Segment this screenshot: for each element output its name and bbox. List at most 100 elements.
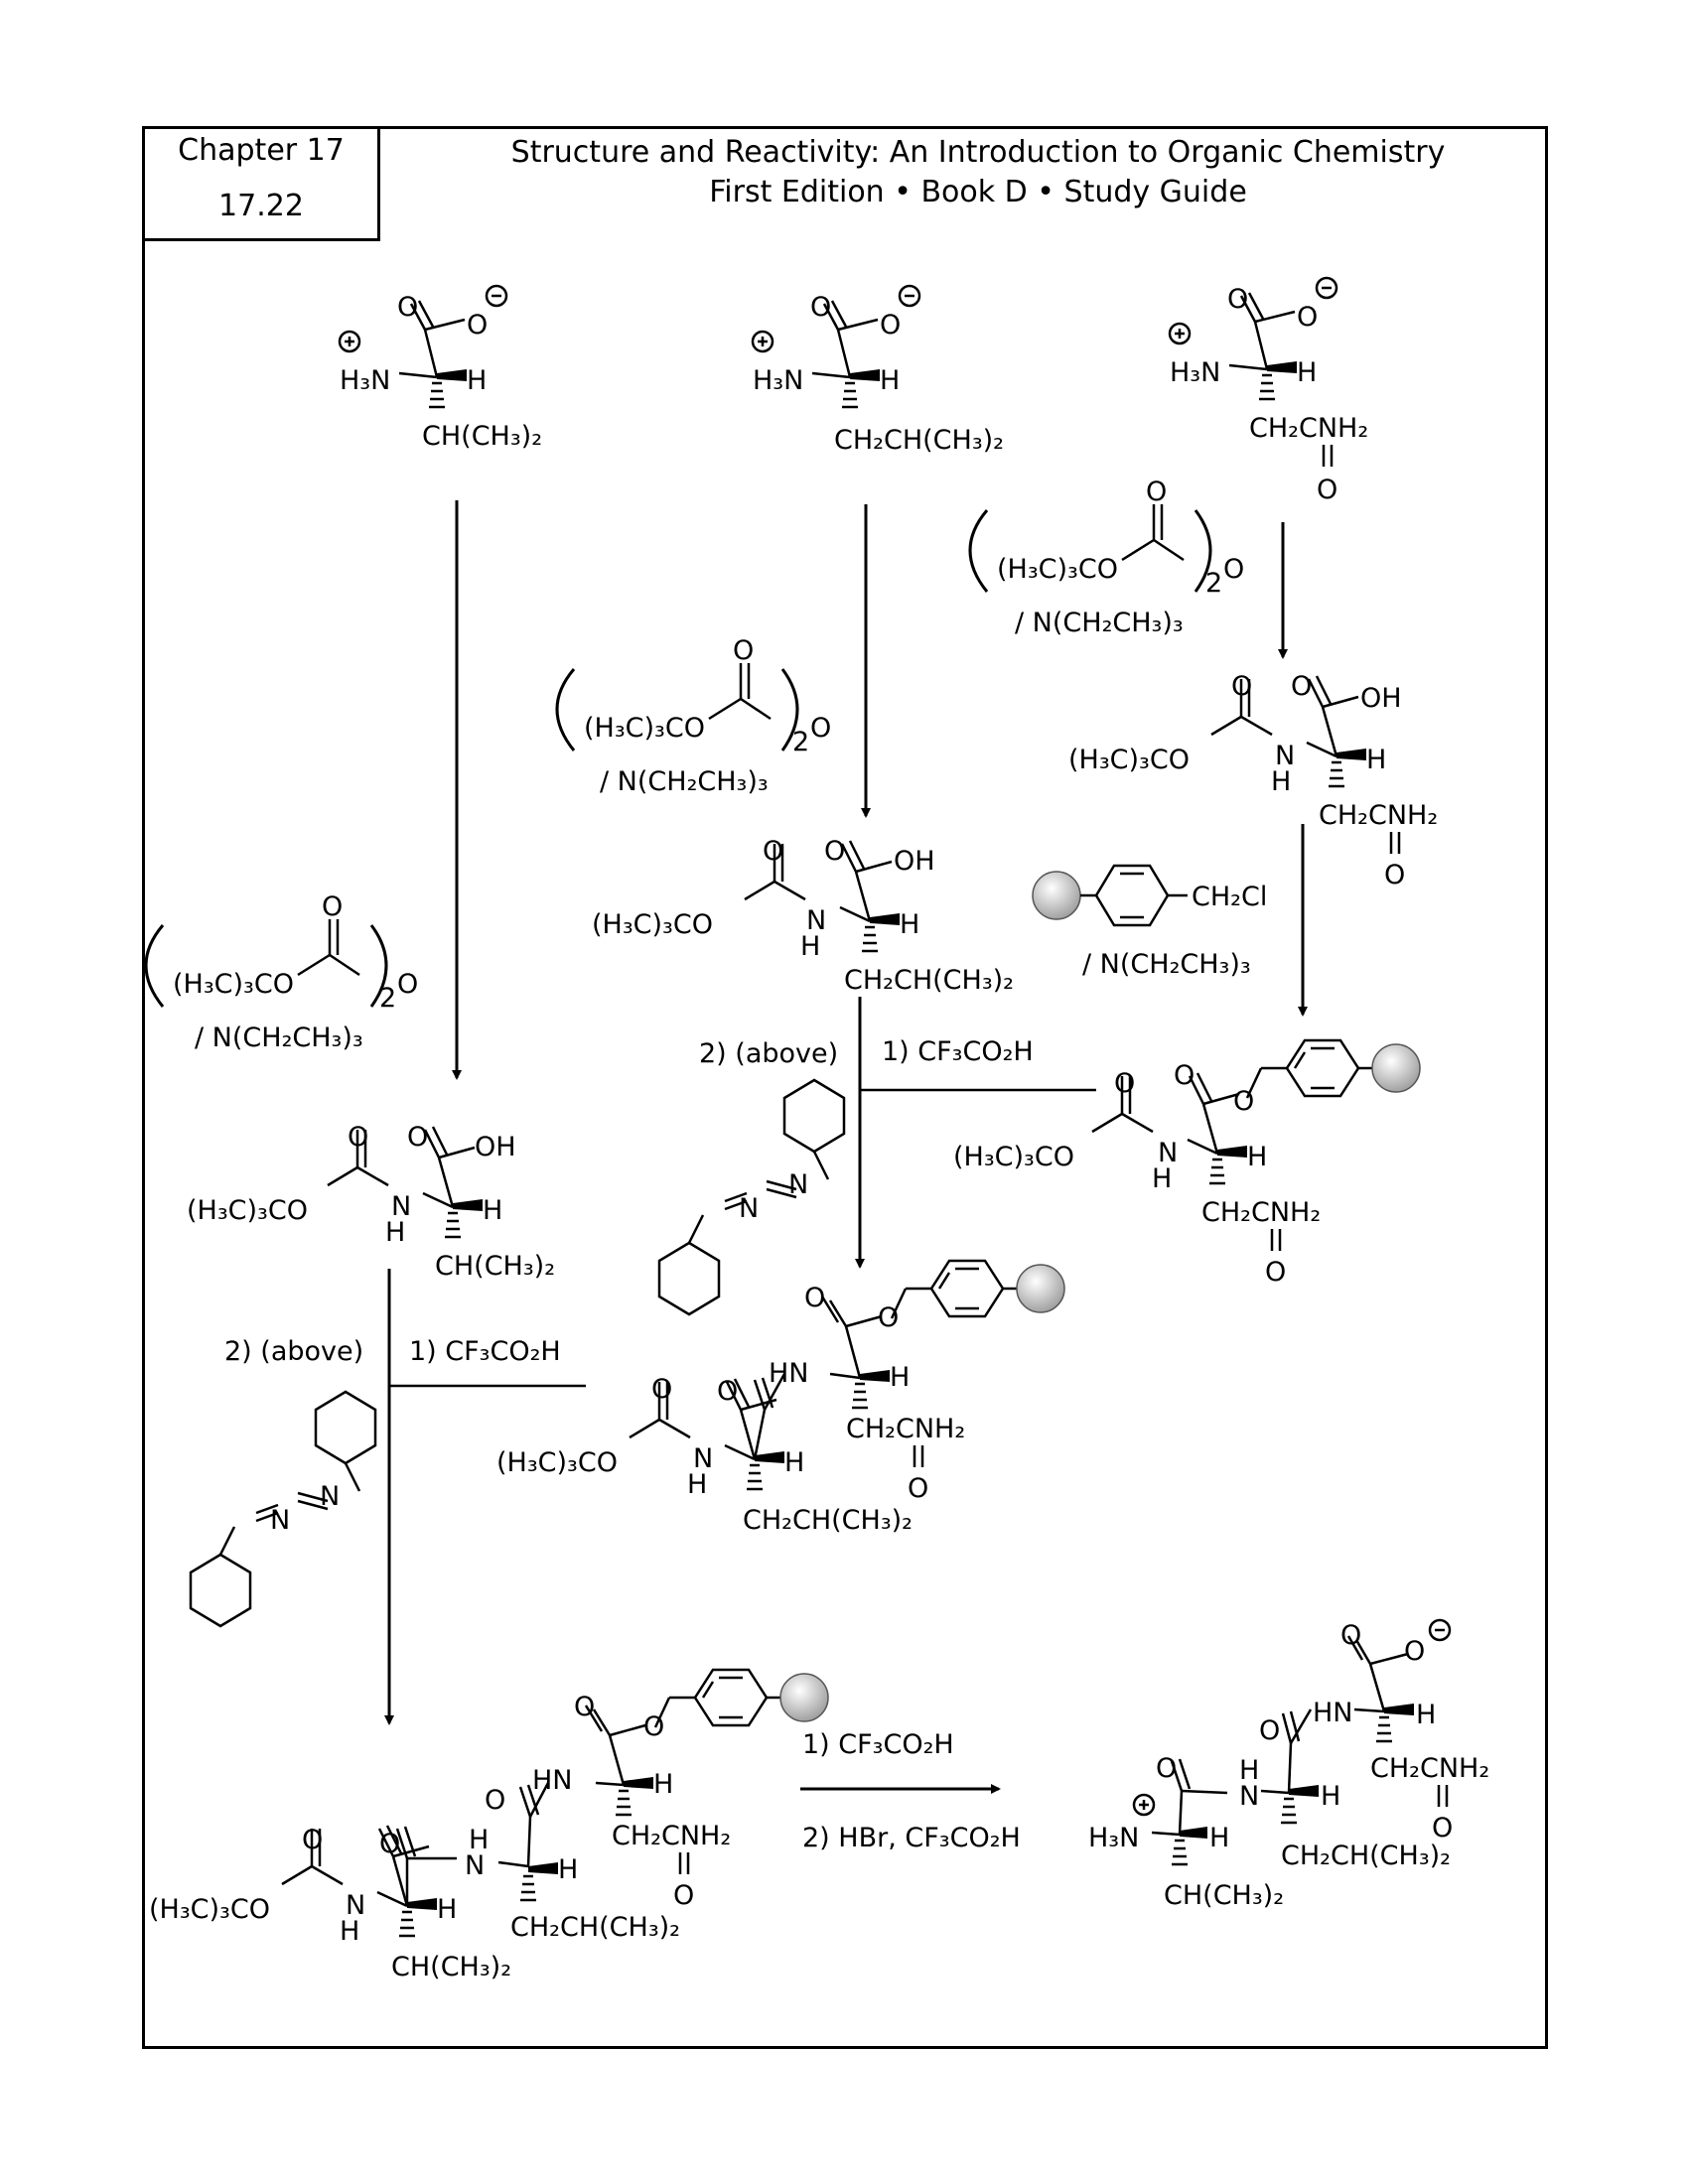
chapter-label: Chapter 17 <box>178 133 345 168</box>
svg-text:H: H <box>1271 766 1291 797</box>
svg-text:(H₃C)₃CO: (H₃C)₃CO <box>496 1447 618 1478</box>
svg-text:HN: HN <box>769 1358 809 1389</box>
ammonium-charge-icon <box>1132 1793 1156 1817</box>
svg-text:O: O <box>878 1302 899 1333</box>
svg-text:N: N <box>270 1505 290 1536</box>
svg-text:CH(CH₃)₂: CH(CH₃)₂ <box>435 1251 555 1282</box>
svg-text:O: O <box>643 1711 664 1742</box>
svg-text:O: O <box>322 891 343 922</box>
svg-text:O: O <box>407 1122 428 1153</box>
svg-text:O: O <box>804 1283 825 1313</box>
svg-text:(H₃C)₃CO: (H₃C)₃CO <box>953 1142 1074 1172</box>
glutamine-nh3-label: H₃N <box>1170 357 1220 388</box>
svg-text:O: O <box>1265 1257 1286 1288</box>
svg-text:H: H <box>469 1825 489 1855</box>
svg-text:CH(CH₃)₂: CH(CH₃)₂ <box>1164 1880 1284 1911</box>
reagent-boc2o-glutamine: (H₃C)₃CO O 2 O / N(CH₂CH₃)₃ <box>968 477 1244 638</box>
svg-text:O: O <box>1146 477 1167 507</box>
valine-h-label: H <box>467 365 487 396</box>
reagent-dcc-lower: N N <box>189 1390 377 1628</box>
leucine-nh3-label: H₃N <box>753 365 803 396</box>
glutamine-carbonyl-o: O <box>1227 284 1248 315</box>
svg-text:O: O <box>1259 1715 1280 1746</box>
svg-text:H: H <box>1366 745 1386 775</box>
boc-leucine: (H₃C)₃CO O O OH N H H CH₂CH(CH₃)₂ <box>592 836 1014 996</box>
book-title: Structure and Reactivity: An Introductio… <box>510 135 1446 170</box>
svg-text:2: 2 <box>1205 568 1222 599</box>
svg-text:N: N <box>465 1850 485 1881</box>
svg-text:O: O <box>1404 1636 1425 1667</box>
chapter-box: Chapter 17 17.22 <box>142 126 380 241</box>
svg-text:O: O <box>824 836 845 867</box>
svg-text:(H₃C)₃CO: (H₃C)₃CO <box>997 554 1118 585</box>
svg-text:H: H <box>653 1769 673 1800</box>
svg-text:/ N(CH₂CH₃)₃: / N(CH₂CH₃)₃ <box>600 766 769 797</box>
svg-text:N: N <box>693 1443 713 1474</box>
svg-text:O: O <box>810 713 831 744</box>
svg-text:CH₂CNH₂: CH₂CNH₂ <box>846 1414 965 1444</box>
svg-text:HN: HN <box>532 1765 573 1796</box>
book-subtitle: First Edition • Book D • Study Guide <box>709 175 1247 209</box>
svg-text:/ N(CH₂CH₃)₃: / N(CH₂CH₃)₃ <box>1082 949 1251 980</box>
svg-text:O: O <box>1384 860 1405 890</box>
resin-boc-glutamine: (H₃C)₃CO O O O N H H CH₂CNH₂ O <box>953 1038 1422 1288</box>
svg-text:CH₂CH(CH₃)₂: CH₂CH(CH₃)₂ <box>743 1505 913 1536</box>
svg-text:H: H <box>1239 1755 1259 1786</box>
resin-boc-leu-gln: O O HN H CH₂CNH₂ O O (H₃C)₃CO O N H H CH… <box>496 1259 1066 1536</box>
svg-text:OH: OH <box>1360 683 1402 714</box>
svg-text:(H₃C)₃CO: (H₃C)₃CO <box>173 969 294 1000</box>
reagent-dcc-upper: N N <box>657 1078 846 1316</box>
svg-text:N: N <box>788 1169 808 1200</box>
glutamine-carboxylate-o: O <box>1297 302 1318 333</box>
step-label-above-2: 2) (above) <box>224 1336 363 1367</box>
svg-text:N: N <box>1275 741 1295 771</box>
step-label-tfa-2: 1) CF₃CO₂H <box>409 1336 561 1367</box>
valine-side-chain: CH(CH₃)₂ <box>422 421 542 452</box>
reagent-chloromethyl-resin: CH₂Cl / N(CH₂CH₃)₃ <box>1032 864 1267 980</box>
svg-text:(H₃C)₃CO: (H₃C)₃CO <box>592 909 713 940</box>
svg-text:CH(CH₃)₂: CH(CH₃)₂ <box>391 1952 511 1982</box>
reagent-boc2o-leucine: (H₃C)₃CO O 2 O / N(CH₂CH₃)₃ <box>555 635 831 797</box>
svg-text:N: N <box>806 905 826 936</box>
svg-text:H: H <box>900 909 919 940</box>
glutamine-h-label: H <box>1297 357 1317 388</box>
valine-zwitterion: H₃N H O O CH(CH₃)₂ <box>338 284 542 452</box>
svg-text:OH: OH <box>475 1132 516 1162</box>
svg-text:H: H <box>890 1362 910 1393</box>
svg-text:H: H <box>558 1854 578 1885</box>
glutamine-side-chain: CH₂CNH₂ <box>1249 413 1368 444</box>
svg-text:H: H <box>1152 1163 1172 1194</box>
svg-text:N: N <box>346 1890 365 1921</box>
svg-text:O: O <box>302 1825 323 1855</box>
step-label-tfa-3: 1) CF₃CO₂H <box>802 1729 954 1760</box>
svg-text:CH₂CNH₂: CH₂CNH₂ <box>1319 800 1438 831</box>
svg-text:(H₃C)₃CO: (H₃C)₃CO <box>584 713 705 744</box>
svg-text:H: H <box>385 1217 405 1248</box>
svg-text:O: O <box>379 1829 400 1859</box>
svg-text:O: O <box>1432 1813 1453 1843</box>
valine-nh3-label: H₃N <box>340 365 390 396</box>
svg-text:(H₃C)₃CO: (H₃C)₃CO <box>1068 745 1190 775</box>
boc-valine: (H₃C)₃CO O O OH N H H CH(CH₃)₂ <box>187 1122 555 1282</box>
svg-text:H: H <box>800 931 820 962</box>
leucine-carboxylate-o: O <box>880 310 901 341</box>
step-label-tfa-1: 1) CF₃CO₂H <box>882 1036 1034 1067</box>
svg-text:H: H <box>1247 1142 1267 1172</box>
svg-text:O: O <box>1340 1620 1361 1651</box>
svg-text:N: N <box>739 1193 759 1224</box>
svg-text:O: O <box>1114 1068 1135 1099</box>
svg-text:O: O <box>651 1374 672 1405</box>
svg-text:/ N(CH₂CH₃)₃: / N(CH₂CH₃)₃ <box>1015 608 1184 638</box>
svg-text:O: O <box>574 1692 595 1722</box>
svg-text:2: 2 <box>792 727 809 757</box>
svg-text:O: O <box>673 1880 694 1911</box>
svg-text:H: H <box>340 1916 359 1947</box>
resin-boc-val-leu-gln: O O HN H CH₂CNH₂ O O H N H CH₂CH(CH₃)₂ O… <box>149 1668 830 1982</box>
leucine-h-label: H <box>880 365 900 396</box>
svg-text:O: O <box>1233 1086 1254 1117</box>
svg-text:N: N <box>320 1481 340 1512</box>
svg-text:OH: OH <box>894 846 935 877</box>
page-header: Structure and Reactivity: An Introductio… <box>417 133 1539 212</box>
svg-text:CH₂CNH₂: CH₂CNH₂ <box>612 1821 731 1851</box>
svg-text:H: H <box>1416 1700 1436 1730</box>
